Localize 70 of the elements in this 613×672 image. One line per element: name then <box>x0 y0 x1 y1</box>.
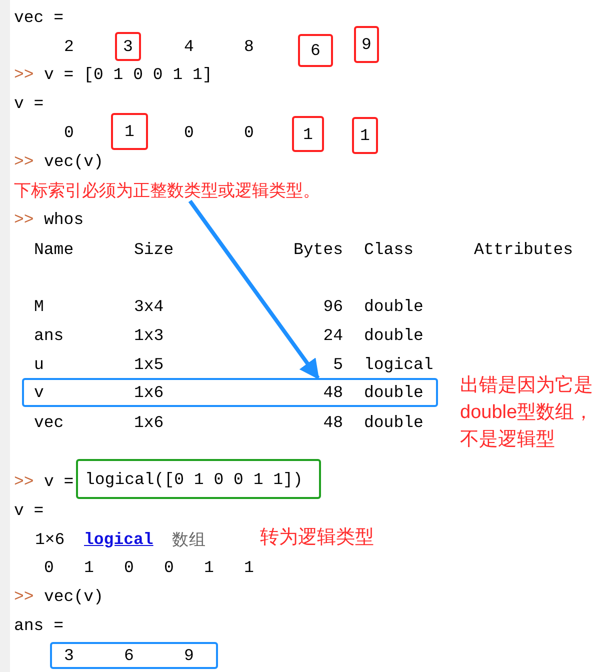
number-text: 0 <box>184 123 194 143</box>
annotation-text: 转为逻辑类型 <box>260 528 374 548</box>
table-text: v <box>34 382 44 402</box>
table-text: double <box>364 382 424 402</box>
arrow <box>188 200 320 380</box>
command-text: v = <box>44 472 74 492</box>
table-text: 1x5 <box>134 355 164 375</box>
console-text: v = <box>14 501 44 521</box>
table-text: double <box>364 297 424 317</box>
number-box: 3 <box>115 32 141 61</box>
number-text: 1 <box>84 558 94 578</box>
number-box: 1 <box>292 116 324 152</box>
prompt-symbol: >> <box>14 65 34 85</box>
table-text: M <box>34 297 44 317</box>
table-text: 9 <box>184 646 194 666</box>
number-text: 4 <box>184 37 194 57</box>
number-text: 0 <box>64 123 74 143</box>
table-text: ans <box>34 326 64 346</box>
command-text: v = [0 1 0 0 1 1] <box>44 65 212 85</box>
table-text: 96 <box>323 297 343 317</box>
table-text: 1x6 <box>134 413 164 433</box>
table-text: vec <box>34 413 64 433</box>
console-text: vec = <box>14 8 64 28</box>
column-header: Attributes <box>474 240 574 260</box>
number-text: 1 <box>244 558 254 578</box>
column-header: Bytes <box>293 240 343 260</box>
highlight-box <box>22 378 438 407</box>
highlight-box: logical([0 1 0 0 1 1]) <box>76 459 321 499</box>
console-text: 数组 <box>172 530 206 550</box>
column-header: Size <box>134 240 174 260</box>
table-text: 48 <box>323 413 343 433</box>
table-text: 3x4 <box>134 297 164 317</box>
number-box: 1 <box>352 117 378 154</box>
table-text: 1x3 <box>134 326 164 346</box>
number-text: 0 <box>164 558 174 578</box>
number-text: 0 <box>124 558 134 578</box>
number-box: 1 <box>111 113 148 150</box>
console-text: ans = <box>14 616 64 636</box>
number-box: 9 <box>354 26 379 63</box>
number-text: 0 <box>44 558 54 578</box>
number-text: 2 <box>64 37 74 57</box>
highlight-box <box>50 642 218 669</box>
console-text: 1×6 <box>35 530 65 550</box>
prompt-symbol: >> <box>14 587 34 607</box>
column-header: Name <box>34 240 74 260</box>
prompt-symbol: >> <box>14 152 34 172</box>
command-text: vec(v) <box>44 587 104 607</box>
table-text: double <box>364 413 424 433</box>
table-text: 1x6 <box>134 382 164 402</box>
prompt-symbol: >> <box>14 210 34 230</box>
number-text: 1 <box>204 558 214 578</box>
link: logical <box>84 530 154 550</box>
table-text: 48 <box>323 382 343 402</box>
annotation-text: 出错是因为它是double型数组，不是逻辑型 <box>460 374 594 452</box>
number-text: 8 <box>244 37 254 57</box>
error-message: 下标索引必须为正整数类型或逻辑类型。 <box>14 180 354 201</box>
number-box: 6 <box>298 34 333 67</box>
prompt-symbol: >> <box>14 472 34 492</box>
number-text: 0 <box>244 123 254 143</box>
table-text: 6 <box>124 646 134 666</box>
command-text: whos <box>44 210 84 230</box>
table-text: 24 <box>323 326 343 346</box>
table-text: 5 <box>333 355 343 375</box>
console-text: v = <box>14 94 44 114</box>
table-text: u <box>34 355 44 375</box>
table-text: logical <box>364 355 434 375</box>
command-text: vec(v) <box>44 152 104 172</box>
table-text: 3 <box>64 646 74 666</box>
column-header: Class <box>364 240 414 260</box>
table-text: double <box>364 326 424 346</box>
